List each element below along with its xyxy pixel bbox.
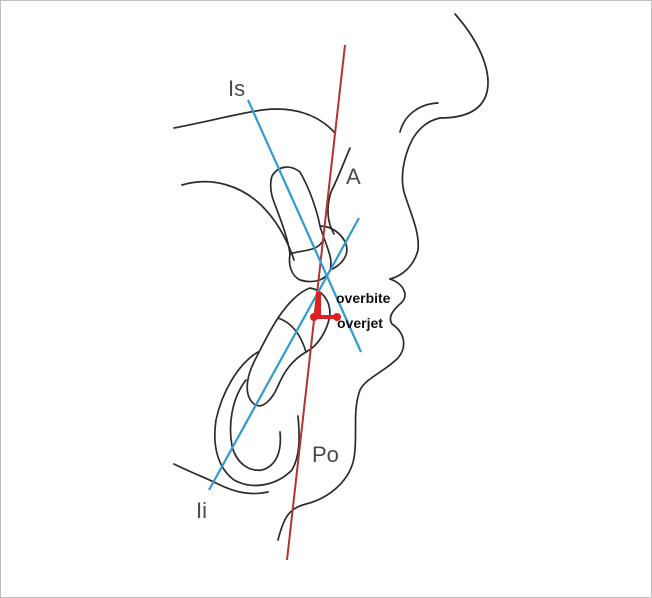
label-a: A bbox=[346, 164, 361, 189]
label-overbite: overbite bbox=[336, 290, 391, 306]
maxilla-palate bbox=[182, 182, 294, 260]
symphysis-inner bbox=[231, 380, 281, 470]
soft-tissue-profile bbox=[278, 14, 488, 540]
label-is: Is bbox=[228, 76, 245, 101]
nose-outline bbox=[390, 14, 488, 279]
overbite-marker bbox=[316, 292, 321, 316]
skeletal-outline bbox=[174, 109, 350, 494]
symphysis-outer bbox=[215, 352, 299, 485]
label-overjet: overjet bbox=[337, 315, 383, 331]
overjet-marker-start bbox=[310, 313, 318, 321]
nostril-outline bbox=[400, 103, 438, 132]
label-po: Po bbox=[312, 442, 339, 467]
label-ii: Ii bbox=[196, 498, 207, 523]
